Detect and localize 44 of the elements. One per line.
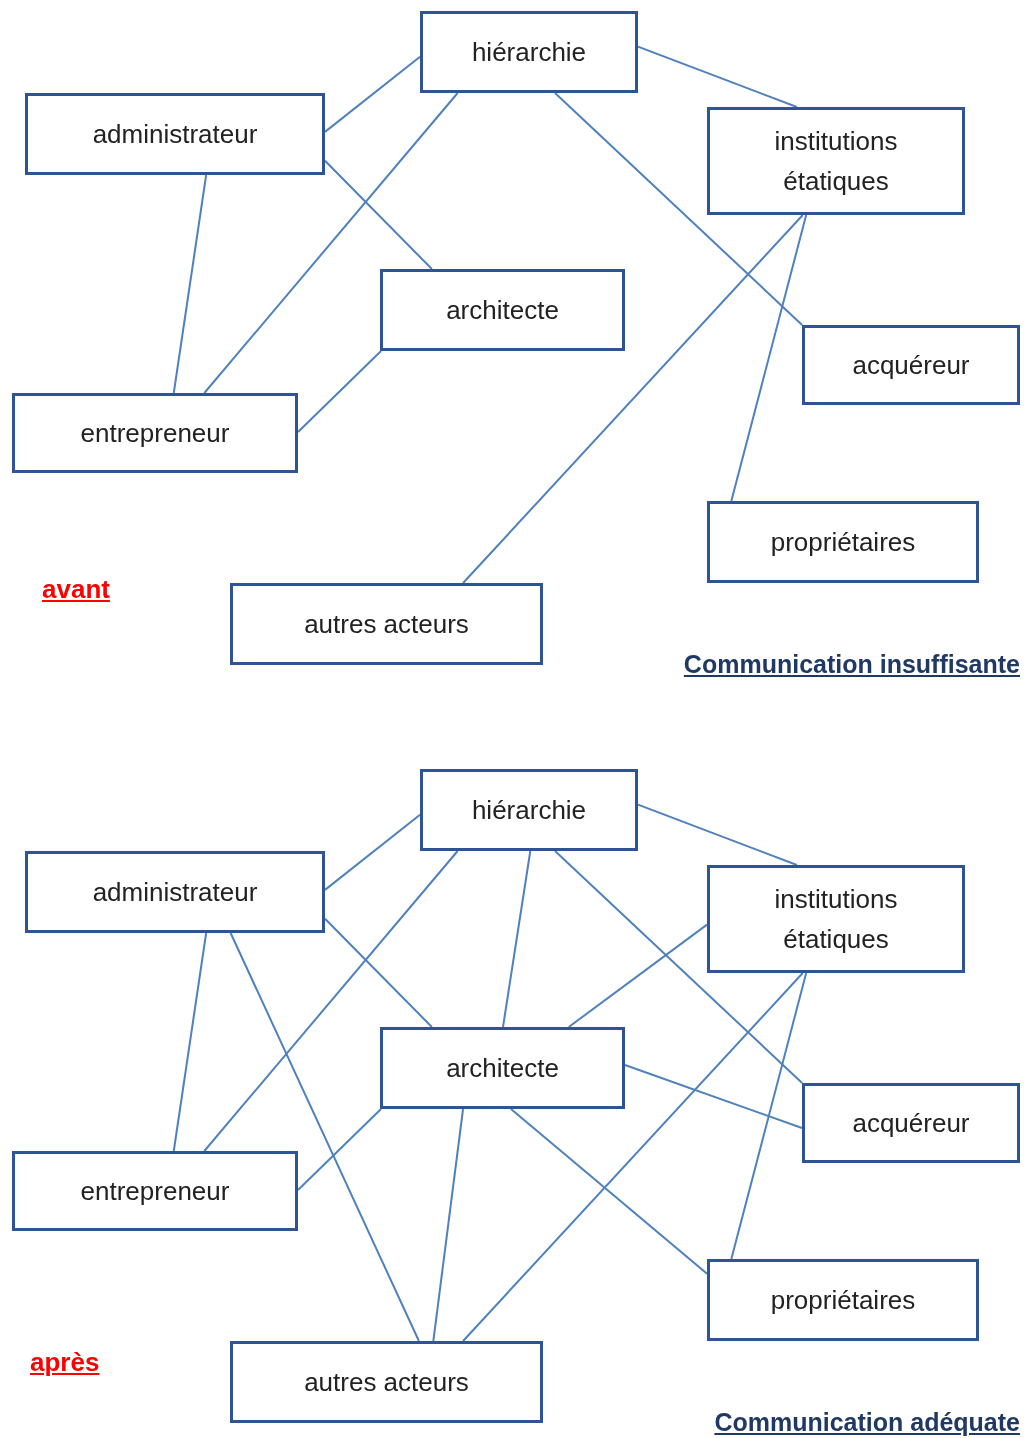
role-box: institutions étatiques [707,865,965,973]
role-box: acquéreur [802,1083,1020,1163]
connector-line [502,850,532,1028]
caption-heading: Communication adéquate [713,1407,1020,1438]
connector-line [324,813,421,891]
connector-line [554,850,804,1084]
connector-line [229,932,420,1342]
role-box: administrateur [25,93,325,175]
role-box: entrepreneur [12,393,298,473]
role-box: autres acteurs [230,583,543,665]
role-box: architecte [380,269,625,351]
connector-line [509,1108,708,1275]
connector-line [297,350,383,433]
role-box: hiérarchie [420,769,638,851]
phase-label: avant [42,573,110,606]
role-box: architecte [380,1027,625,1109]
connector-line [637,803,798,866]
role-box: administrateur [25,851,325,933]
role-box: entrepreneur [12,1151,298,1231]
connector-line [567,923,708,1028]
connector-line [624,1064,803,1129]
connector-line [172,932,208,1152]
connector-line [554,92,804,326]
connector-line [462,214,804,584]
connector-line [730,214,808,502]
connector-line [297,1108,383,1191]
caption-heading: Communication insuffisante [682,649,1020,680]
connector-line [324,55,421,133]
role-box: hiérarchie [420,11,638,93]
connector-line [637,45,798,108]
connector-line [432,1108,465,1342]
connector-line [324,159,433,270]
connector-line [462,972,804,1342]
phase-label: après [30,1346,100,1379]
role-box: propriétaires [707,1259,979,1341]
role-box: acquéreur [802,325,1020,405]
connector-line [324,917,433,1028]
connector-line [203,92,459,394]
role-box: propriétaires [707,501,979,583]
connector-line [203,850,459,1152]
connector-line [172,174,208,394]
connector-line [730,972,808,1260]
role-box: institutions étatiques [707,107,965,215]
role-box: autres acteurs [230,1341,543,1423]
